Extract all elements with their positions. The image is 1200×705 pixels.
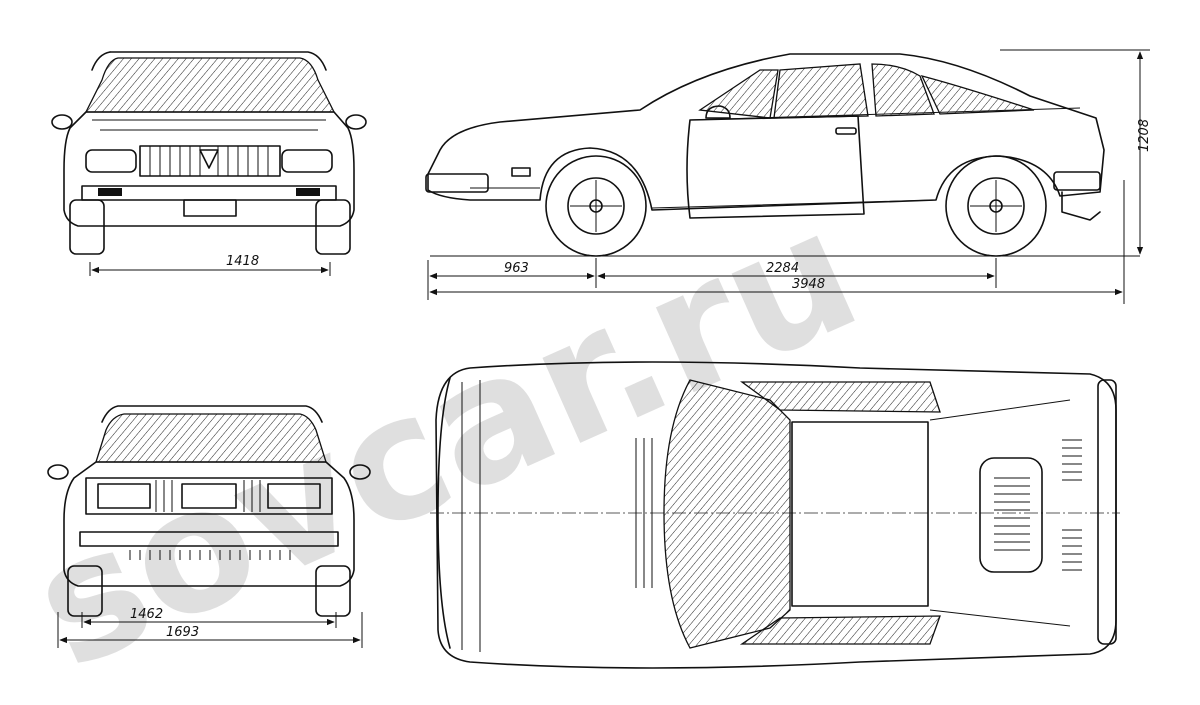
side-door — [686, 115, 865, 219]
top-left-window — [740, 381, 941, 413]
front-windshield — [84, 57, 336, 113]
front-left-tire — [69, 199, 105, 255]
top-rear-bumper — [1097, 379, 1117, 645]
brand-shield-emblem — [199, 149, 219, 169]
rear-track-label: 1462 — [130, 607, 163, 622]
side-front-bumper — [425, 173, 489, 193]
rear-left-taillight — [97, 483, 151, 509]
rear-right-tire — [315, 565, 351, 617]
side-front-overhang-label: 963 — [504, 261, 529, 276]
rear-left-mirror — [47, 464, 69, 480]
top-windshield — [663, 379, 791, 649]
front-right-tire — [315, 199, 351, 255]
side-rear-wheel — [945, 155, 1047, 257]
side-rear-window — [920, 75, 1035, 115]
side-length-dimensions: 963 2284 3948 — [427, 180, 1125, 304]
front-track-label: 1418 — [226, 254, 259, 269]
top-roof — [791, 421, 929, 607]
rear-bumper — [79, 531, 339, 547]
rear-left-tire — [67, 565, 103, 617]
side-wheelbase-label: 2284 — [766, 261, 799, 276]
front-view: 1418 — [51, 51, 367, 276]
top-view — [430, 361, 1120, 669]
side-door-handle — [835, 127, 857, 135]
rear-width-label: 1693 — [166, 625, 199, 640]
front-left-headlight — [85, 149, 137, 173]
side-height-dimension: 1208 — [1000, 49, 1152, 255]
rear-window — [95, 413, 327, 463]
side-height-label: 1208 — [1137, 119, 1152, 152]
side-mirror — [705, 105, 731, 119]
side-window — [773, 63, 869, 119]
rear-view: 1462 1693 — [47, 405, 371, 648]
top-front-bumper — [437, 377, 451, 649]
front-right-mirror — [345, 114, 367, 130]
front-left-mirror — [51, 114, 73, 130]
top-engine-cover — [979, 457, 1043, 573]
front-body — [63, 111, 355, 227]
side-front-wheel — [545, 155, 647, 257]
rear-right-taillight — [267, 483, 321, 509]
front-right-headlight — [281, 149, 333, 173]
rear-tail-panel — [85, 477, 333, 515]
top-body-outline — [435, 361, 1117, 669]
side-overall-length-label: 3948 — [792, 277, 825, 292]
rear-vents — [129, 550, 291, 560]
rear-right-mirror — [349, 464, 371, 480]
top-right-window — [739, 615, 941, 645]
front-license-plate — [183, 199, 237, 217]
top-cowl-vents — [635, 438, 653, 588]
side-rear-quarter-window — [871, 63, 935, 117]
side-view: 1208 963 2284 3948 — [425, 49, 1152, 304]
side-windshield — [698, 69, 779, 119]
rear-width-dimension: 1693 — [57, 612, 363, 648]
front-grille — [139, 145, 281, 177]
side-body — [427, 53, 1105, 211]
rear-track-dimension: 1462 — [81, 607, 337, 628]
front-track-dimension: 1418 — [89, 254, 331, 276]
rear-body — [63, 461, 355, 587]
side-rear-bumper — [1053, 171, 1101, 191]
top-engine-vents — [994, 439, 1082, 571]
